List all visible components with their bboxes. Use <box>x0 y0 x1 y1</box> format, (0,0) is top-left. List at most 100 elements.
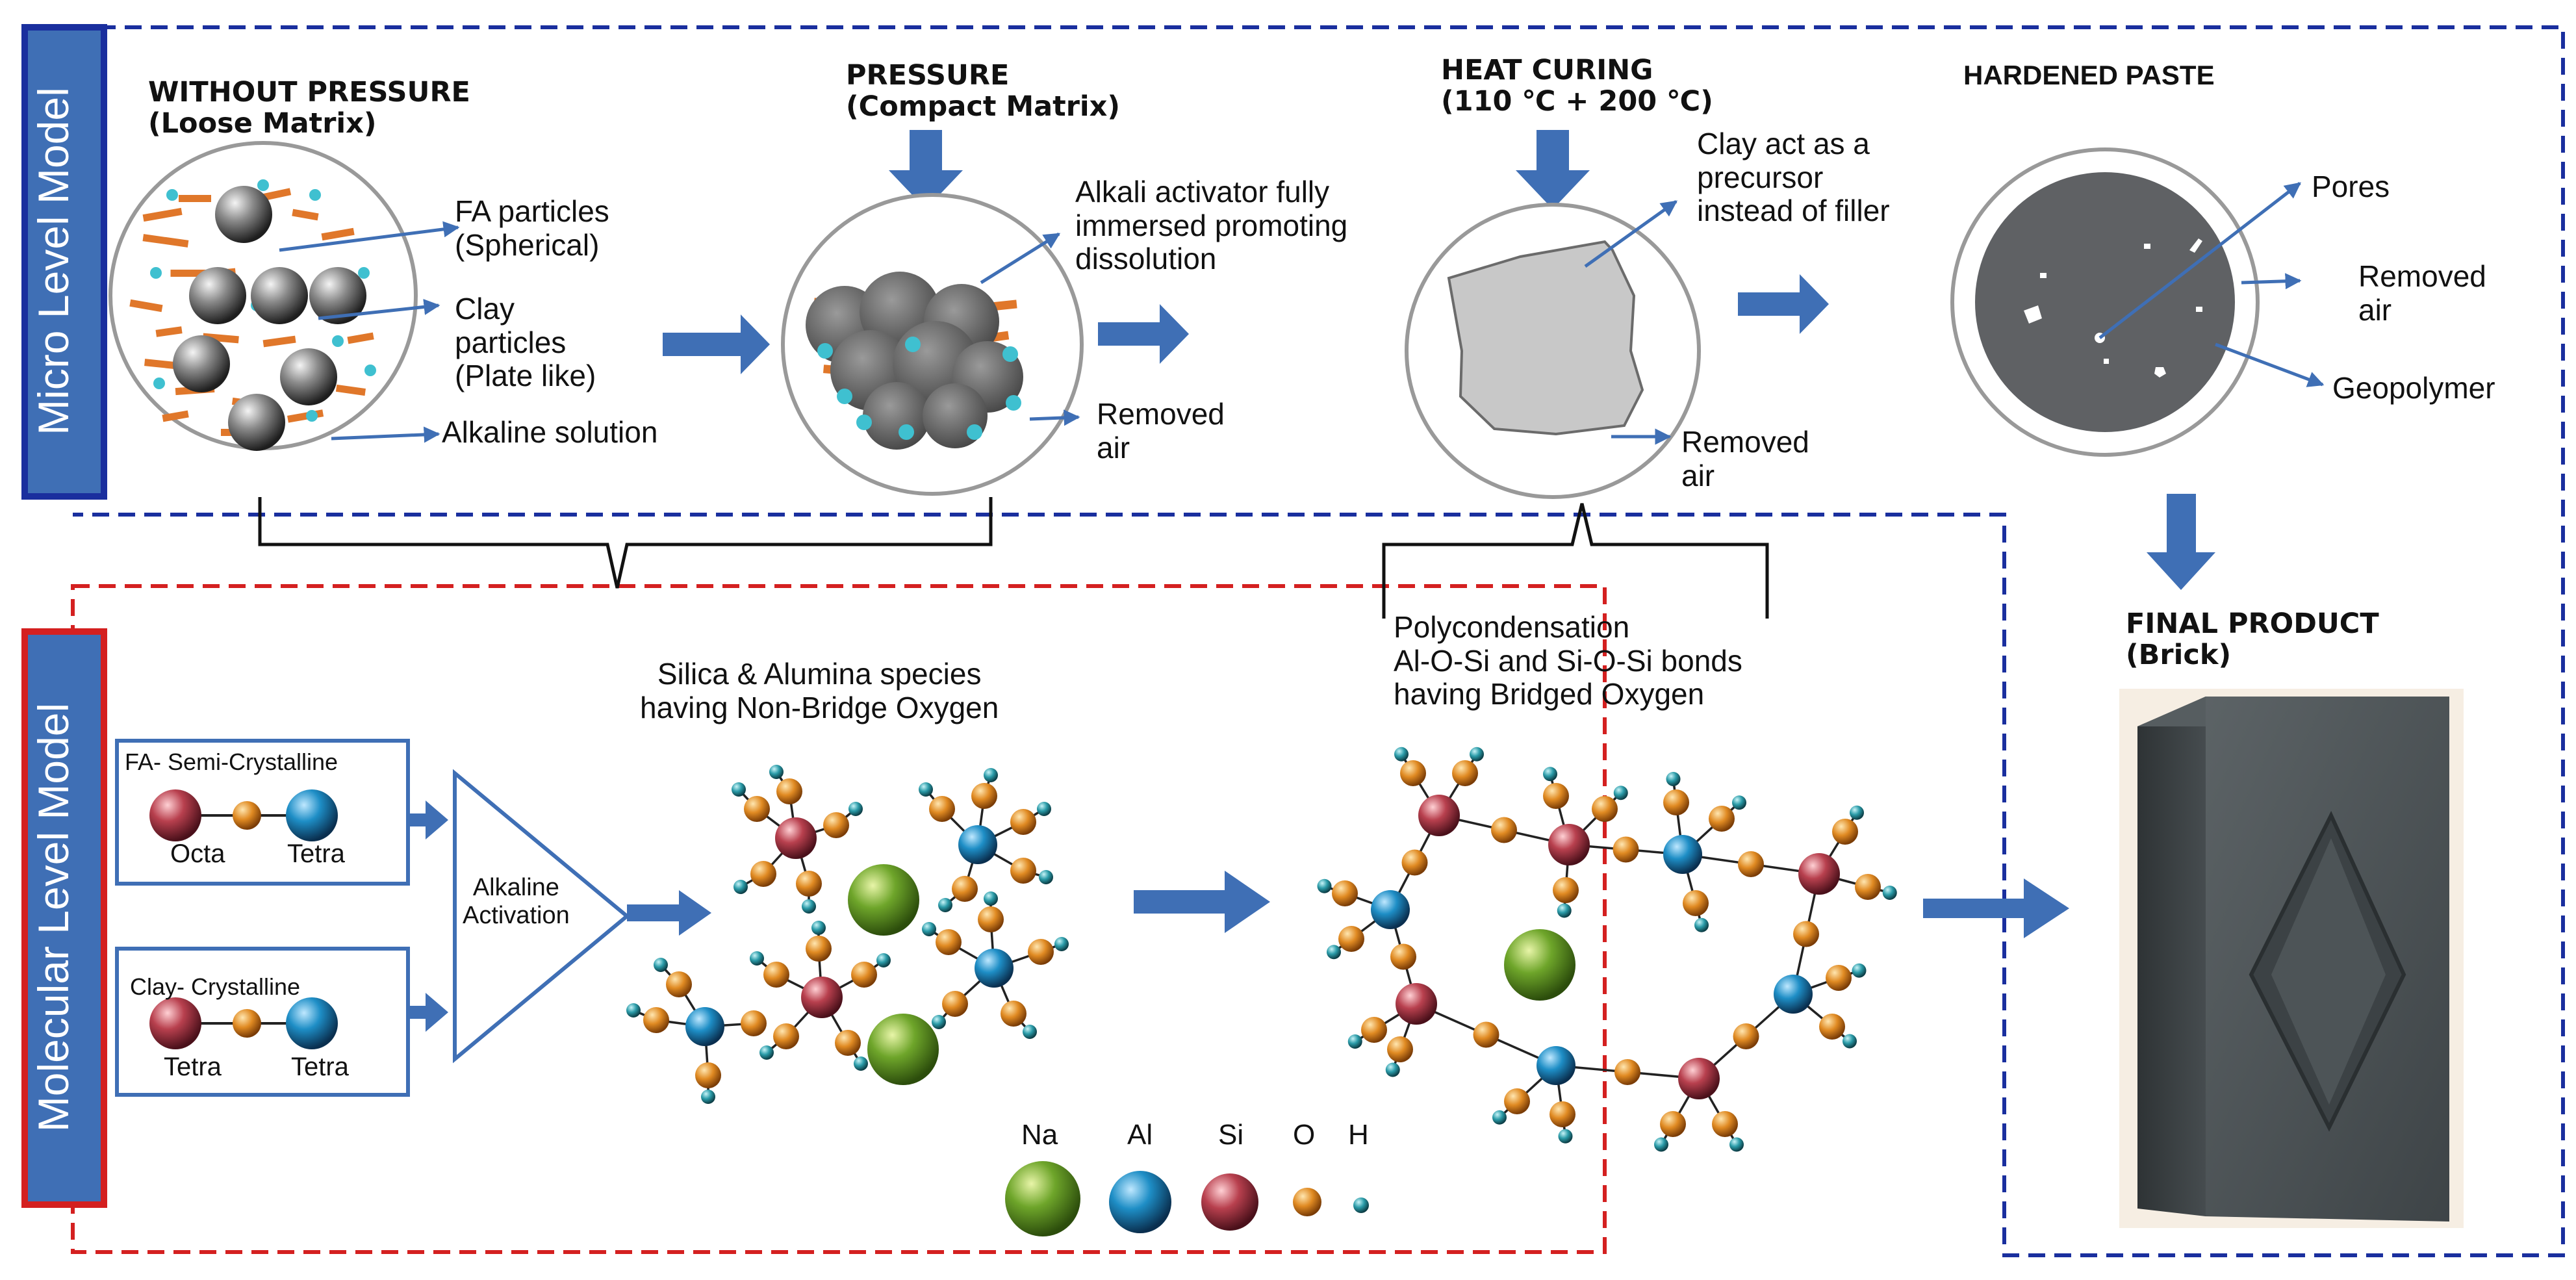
o-atom <box>1712 1111 1738 1137</box>
h-atom <box>1694 917 1709 932</box>
h-atom <box>984 768 998 782</box>
al-atom <box>1774 975 1813 1014</box>
o-atom <box>1361 1017 1387 1043</box>
o-atom <box>1400 760 1426 786</box>
h-atom <box>759 1045 774 1060</box>
pores-pointer <box>2098 182 2301 339</box>
h-atom <box>1882 886 1897 900</box>
si-atom <box>775 817 817 859</box>
na-atom <box>867 1014 939 1085</box>
alkaline-droplet <box>332 335 344 347</box>
o-atom <box>233 1009 261 1038</box>
o-atom <box>1855 874 1881 900</box>
h-atom <box>1039 870 1053 884</box>
h-atom <box>1850 805 1864 820</box>
o-atom <box>1504 1088 1530 1114</box>
stage2-air-pointer <box>1029 409 1080 426</box>
h-atom <box>932 1015 946 1029</box>
o-atom <box>1709 806 1735 832</box>
al-atom <box>286 997 338 1049</box>
o-atom <box>1614 1059 1640 1085</box>
o-atom <box>666 971 692 997</box>
o-atom <box>763 962 789 988</box>
fa-particle <box>251 267 308 324</box>
o-atom <box>1613 836 1639 863</box>
h-atom <box>733 880 748 894</box>
stage4-air-pointer <box>2241 273 2302 290</box>
h-atom <box>811 921 826 935</box>
alkaline-droplet <box>856 415 872 430</box>
h-atom <box>654 958 668 972</box>
o-atom <box>796 871 822 897</box>
si-atom <box>149 789 201 841</box>
o-atom <box>1010 858 1036 884</box>
h-atom <box>1732 795 1746 810</box>
species-to-poly-arrow <box>1134 871 1270 933</box>
o-atom <box>1592 796 1618 822</box>
alkaline-droplet <box>817 343 833 359</box>
alkaline-droplet <box>309 189 321 201</box>
o-atom <box>1553 877 1579 903</box>
legend-o-atom <box>1293 1188 1321 1216</box>
h-atom <box>1317 878 1332 893</box>
clay-to-activation-arrow <box>408 993 448 1032</box>
pressure-down-arrow <box>889 130 963 209</box>
alkaline-droplet <box>153 378 165 389</box>
na-atom <box>1504 929 1575 1001</box>
h-atom <box>1843 1034 1857 1049</box>
geopolymer-pointer <box>2215 342 2325 387</box>
h-atom <box>1470 747 1484 762</box>
alkaline-droplet <box>150 267 162 279</box>
o-atom <box>695 1062 721 1088</box>
arrow-stage1-to-stage2 <box>663 314 770 374</box>
si-atom <box>149 997 201 1049</box>
activation-to-species-arrow <box>627 890 711 936</box>
atom-legend <box>1005 1161 1369 1236</box>
o-atom <box>1332 880 1358 906</box>
compacted-particle <box>863 382 930 450</box>
alkaline-droplet <box>837 389 852 404</box>
geopolymer-label: Geopolymer <box>2332 371 2495 405</box>
o-atom <box>233 801 261 830</box>
clay-pointer <box>318 298 440 320</box>
polycondensed-network-molecules <box>1317 747 1897 1152</box>
al-atom <box>958 825 997 864</box>
al-atom <box>975 949 1014 988</box>
fa-to-activation-arrow <box>408 800 448 839</box>
h-atom <box>732 782 746 797</box>
h-atom <box>701 1090 715 1104</box>
h-atom <box>1666 772 1681 786</box>
clay-plate <box>262 335 296 348</box>
stage4-title: HARDENED PASTE <box>1963 60 2215 90</box>
o-atom <box>929 796 955 822</box>
clay-plate <box>179 195 211 202</box>
fa-particle <box>309 267 366 324</box>
h-atom <box>626 1003 641 1018</box>
alkaline-droplet <box>1002 346 1018 362</box>
legend-o-label: O <box>1293 1119 1316 1151</box>
o-atom <box>823 812 849 838</box>
legend-h-label: H <box>1348 1119 1369 1151</box>
alkaline-droplet <box>364 365 376 376</box>
clay-plate <box>321 227 355 241</box>
fa-box-title: FA- Semi-Crystalline <box>125 749 338 775</box>
si-atom <box>1396 983 1437 1025</box>
h-atom <box>769 765 784 779</box>
final-product-title: FINAL PRODUCT(Brick) <box>2126 608 2379 672</box>
precursor-pointer <box>1584 199 1678 268</box>
alkaline-droplet <box>1006 395 1021 411</box>
alkaline-droplet <box>306 410 318 422</box>
fa-pointer <box>279 221 460 252</box>
o-atom <box>1028 939 1054 965</box>
clay-plate <box>335 384 366 396</box>
fa-box-right-label: Tetra <box>287 839 345 868</box>
h-atom <box>750 951 764 966</box>
h-atom <box>1654 1137 1668 1152</box>
fa-particle <box>173 335 230 392</box>
